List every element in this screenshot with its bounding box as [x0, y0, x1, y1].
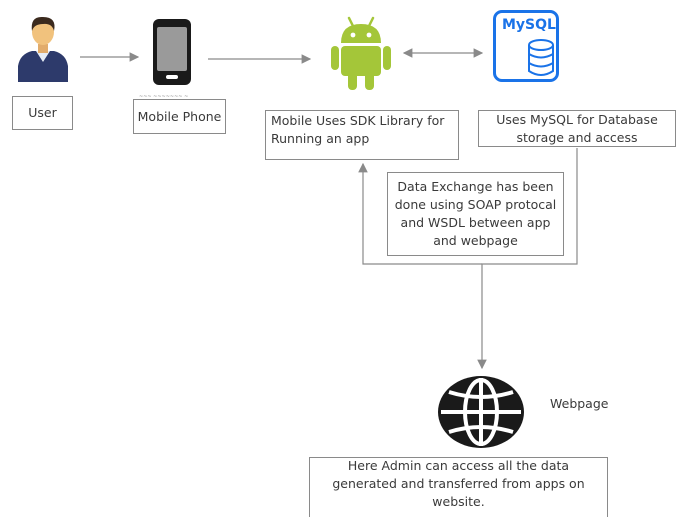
webpage-description-box: Here Admin can access all the data gener… [309, 457, 608, 517]
mysql-label-box: Uses MySQL for Database storage and acce… [478, 110, 676, 147]
mysql-icon: MySQL [493, 10, 559, 82]
android-label: Mobile Uses SDK Library for Running an a… [271, 113, 445, 146]
user-label: User [28, 105, 57, 120]
mobile-phone-icon [153, 19, 191, 85]
mobile-phone-label: Mobile Phone [137, 108, 222, 124]
phone-tiny-caption: ~~~ ~~~~~~~ ~ [139, 94, 189, 100]
mobile-phone-label-box: Mobile Phone [133, 99, 226, 134]
line-mysql-to-webpage [477, 148, 578, 370]
line-to-android [358, 162, 482, 265]
database-icon [528, 39, 554, 76]
webpage-label: Webpage [550, 396, 609, 411]
user-label-box: User [12, 96, 73, 130]
mysql-label: Uses MySQL for Database storage and acce… [496, 111, 658, 145]
data-exchange-label: Data Exchange has been done using SOAP p… [394, 179, 557, 248]
data-exchange-box: Data Exchange has been done using SOAP p… [387, 172, 564, 256]
android-icon [331, 16, 391, 90]
mysql-logo-text: MySQL [502, 17, 556, 33]
user-icon [18, 16, 68, 82]
globe-icon [438, 376, 524, 448]
android-label-box: Mobile Uses SDK Library for Running an a… [265, 110, 459, 160]
webpage-description: Here Admin can access all the data gener… [332, 457, 585, 509]
